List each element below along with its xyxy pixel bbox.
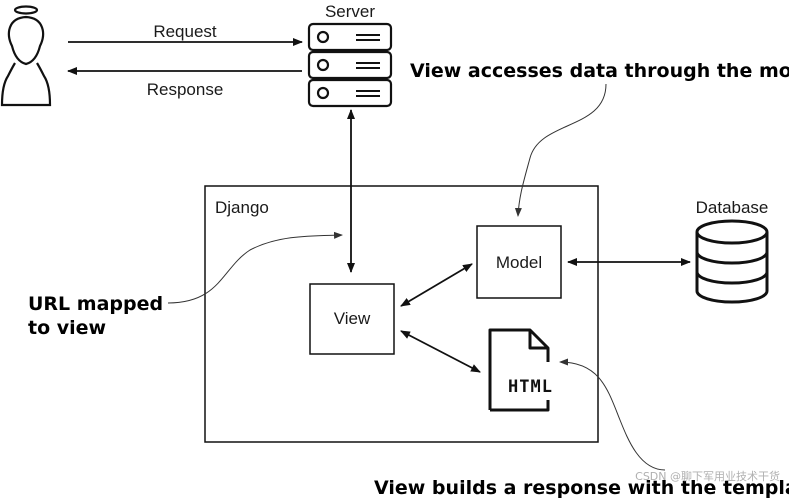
- database-icon: [695, 219, 769, 304]
- database-label: Database: [696, 198, 769, 217]
- annotation-view-builds: View builds a response with the template…: [374, 477, 789, 499]
- model-label: Model: [496, 253, 542, 272]
- annotation-url-mapped-line1: URL mapped: [28, 293, 163, 315]
- django-label: Django: [215, 198, 269, 217]
- view-box: [309, 283, 395, 355]
- annotation-view-builds-pointer: [559, 358, 666, 471]
- server-label: Server: [325, 2, 375, 21]
- django-container: [204, 185, 599, 443]
- view-label: View: [334, 309, 371, 328]
- watermark: CSDN @聊下军用业技术干货: [635, 469, 780, 483]
- annotation-url-mapped-line2: to view: [28, 317, 106, 339]
- server-icon: [307, 22, 393, 108]
- annotation-url-mapped-pointer: [167, 231, 343, 304]
- html-file-icon: [488, 328, 550, 412]
- model-box: [476, 225, 562, 299]
- response-label: Response: [147, 80, 224, 99]
- annotation-view-accesses: View accesses data through the model.: [410, 60, 789, 82]
- html-icon-label: HTML: [508, 377, 553, 397]
- view-template-arrow: [400, 330, 481, 373]
- annotation-view-accesses-pointer: [514, 83, 607, 217]
- user-icon: [0, 5, 52, 107]
- view-model-arrow: [400, 263, 473, 307]
- request-label: Request: [153, 22, 217, 41]
